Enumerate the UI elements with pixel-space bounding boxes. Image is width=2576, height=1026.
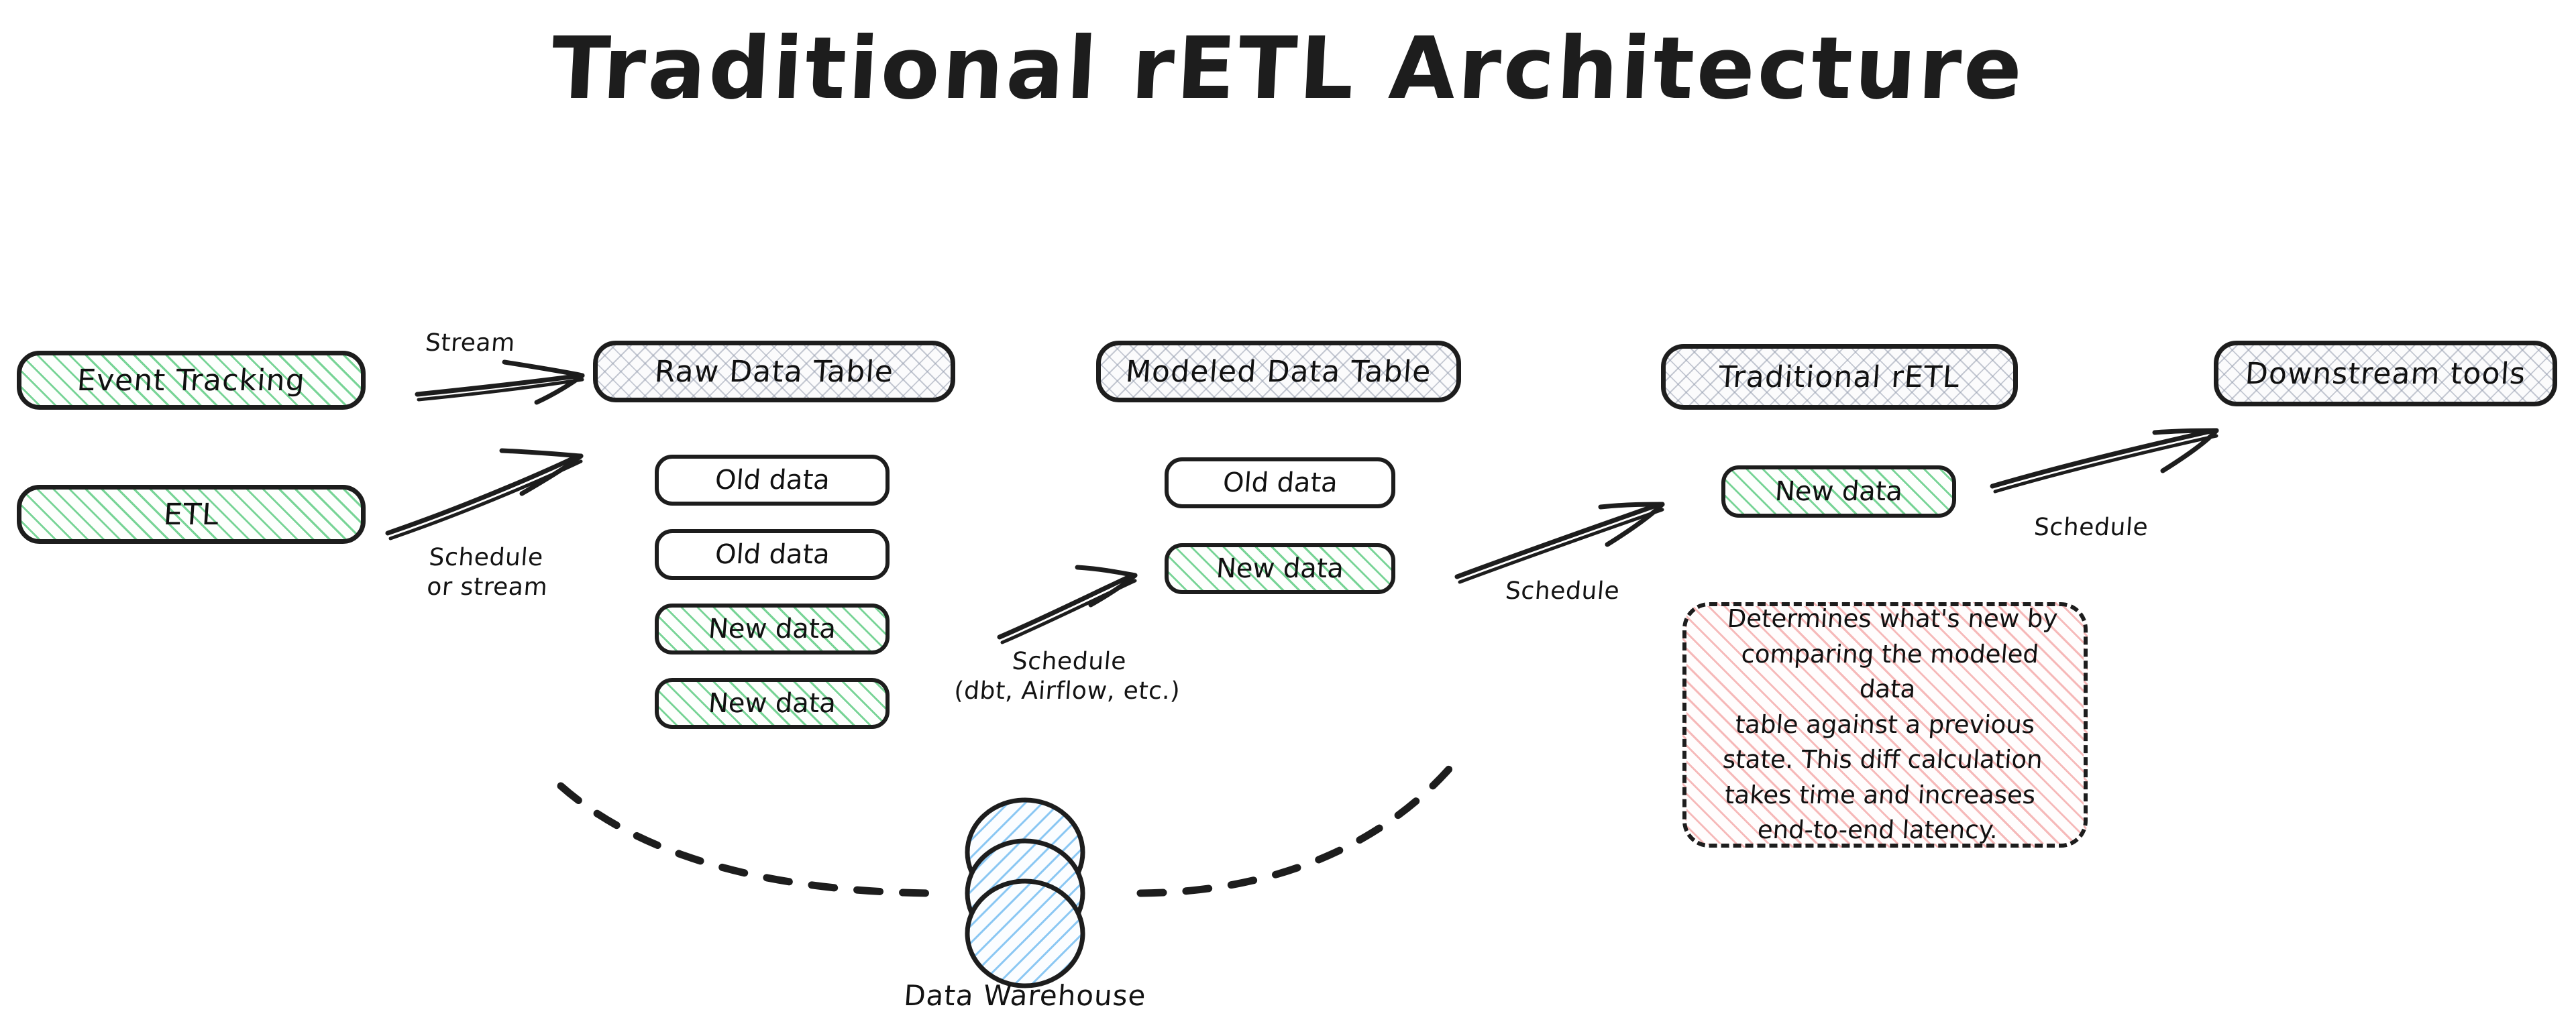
raw-row-0-label: Old data [713, 465, 831, 496]
raw-row-2-label: New data [707, 614, 837, 644]
arrow-schedule-retl [1454, 502, 1665, 584]
retl-row-0-label: New data [1774, 476, 1904, 507]
edge-label-schedule-retl: Schedule [1504, 577, 1621, 605]
modeled-row-1-label: New data [1215, 553, 1345, 584]
edge-label-stream: Stream [424, 329, 517, 357]
node-etl[interactable]: ETL [17, 485, 366, 544]
raw-row-1-label: Old data [713, 539, 831, 570]
data-warehouse-label: Data Warehouse [902, 979, 1148, 1012]
retl-row-0[interactable]: New data [1721, 465, 1956, 518]
arrow-stream [415, 359, 585, 405]
edge-label-schedule-or-stream: Schedule or stream [426, 544, 549, 601]
node-downstream-tools-label: Downstream tools [2244, 356, 2527, 391]
raw-row-3[interactable]: New data [655, 678, 890, 729]
node-raw-data-table-label: Raw Data Table [653, 354, 895, 389]
modeled-row-0-label: Old data [1221, 467, 1339, 498]
node-event-tracking-label: Event Tracking [76, 363, 307, 398]
node-event-tracking[interactable]: Event Tracking [17, 351, 366, 410]
raw-row-0[interactable]: Old data [655, 455, 890, 506]
node-raw-data-table[interactable]: Raw Data Table [593, 341, 955, 402]
modeled-row-0[interactable]: Old data [1165, 457, 1395, 508]
dashed-link-warehouse-to-modeled [1136, 760, 1457, 897]
node-downstream-tools[interactable]: Downstream tools [2214, 341, 2557, 406]
node-traditional-retl-label: Traditional rETL [1717, 359, 1962, 394]
arrow-schedule-downstream [1990, 428, 2219, 494]
dashed-link-raw-to-warehouse [557, 782, 936, 897]
annotation-text: Determines what's new by comparing the m… [1721, 604, 2059, 845]
edge-label-schedule-dbt: Schedule (dbt, Airflow, etc.) [953, 648, 1181, 705]
node-modeled-data-table[interactable]: Modeled Data Table [1096, 341, 1461, 402]
arrow-schedule-or-stream [385, 448, 584, 540]
raw-row-3-label: New data [707, 688, 837, 719]
modeled-row-1[interactable]: New data [1165, 543, 1395, 594]
edge-label-schedule-downstream: Schedule [2033, 514, 2149, 541]
raw-row-2[interactable]: New data [655, 604, 890, 654]
raw-row-1[interactable]: Old data [655, 529, 890, 580]
annotation-callout: Determines what's new by comparing the m… [1682, 602, 2088, 848]
node-modeled-data-table-label: Modeled Data Table [1124, 354, 1433, 389]
page-title: Traditional rETL Architecture [548, 19, 2028, 119]
data-warehouse-icon [965, 797, 1085, 988]
node-traditional-retl[interactable]: Traditional rETL [1661, 344, 2018, 410]
arrow-schedule-dbt [997, 565, 1138, 644]
node-etl-label: ETL [162, 497, 221, 532]
